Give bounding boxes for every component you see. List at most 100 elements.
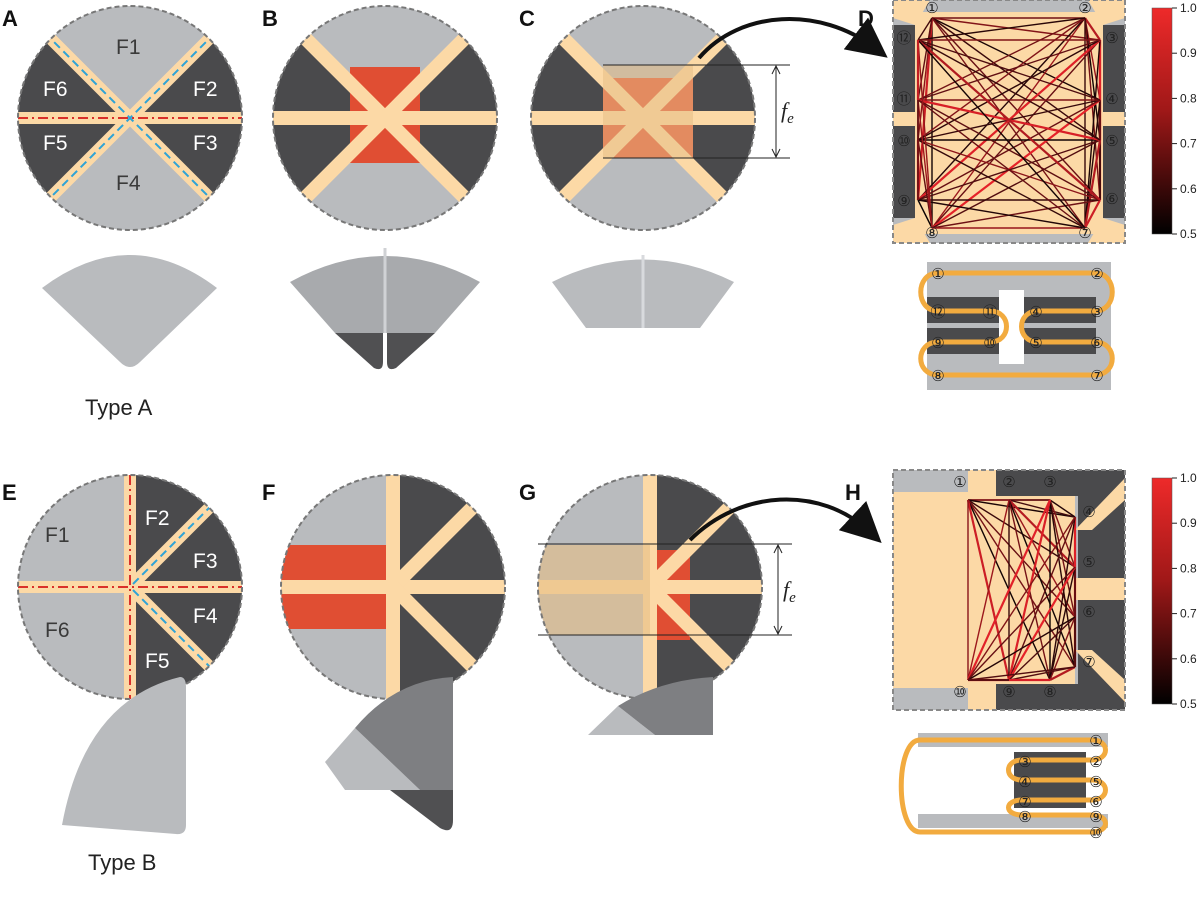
panel-label-c: C	[519, 6, 535, 31]
connection-d-node: ③	[1090, 303, 1103, 321]
facet-label-f6: F6	[43, 78, 68, 101]
connection-h-node: ⑨	[1089, 808, 1102, 826]
colorbar-top-tick-label: 1.0	[1180, 1, 1197, 15]
colorbar-bottom-tick-label: 0.5	[1180, 697, 1197, 711]
network-h-edge	[967, 499, 1076, 668]
network-h-node: ⑤	[1082, 553, 1095, 571]
network-d-edge	[917, 199, 933, 229]
connection-d-node: ⑫	[930, 303, 945, 321]
connection-h-node: ①	[1089, 732, 1102, 750]
network-h-edge	[967, 666, 1076, 681]
facet-label-f2: F2	[193, 78, 218, 101]
network-h-edge	[967, 499, 1076, 518]
network-d-node: ⑤	[1105, 132, 1118, 150]
network-h-edge	[1008, 499, 1076, 668]
network-d-edge	[1084, 39, 1101, 229]
facet-label-e-f5: F5	[145, 650, 170, 673]
panel-b-pattern	[272, 5, 498, 231]
connection-d-node: ⑪	[982, 303, 997, 321]
facet-label-e-f6: F6	[45, 619, 70, 642]
connection-d-node: ⑩	[983, 334, 996, 352]
network-d-edge	[917, 99, 933, 229]
network-d-edge	[917, 17, 1086, 141]
panel-g-folded-shape	[588, 677, 713, 735]
zoom-arrow-top	[697, 17, 888, 60]
facet-label-e-f2: F2	[145, 507, 170, 530]
network-h-edge	[967, 499, 1010, 681]
network-d-edge	[931, 17, 1101, 201]
colorbar-top-tick-label: 0.9	[1180, 46, 1197, 60]
panel-label-b: B	[262, 6, 278, 31]
network-d-edge	[917, 17, 1086, 201]
connection-h-node: ②	[1089, 753, 1102, 771]
colorbar-bottom: 1.00.90.80.70.60.5	[1151, 471, 1197, 711]
network-d-edge	[916, 17, 934, 201]
network-h-edge	[1008, 499, 1076, 518]
network-d-edge	[1083, 139, 1102, 229]
network-d-edge	[917, 99, 1086, 229]
network-d-node: ⑥	[1105, 190, 1118, 208]
network-d-edge	[917, 39, 1101, 201]
panel-g-pattern	[537, 474, 792, 700]
network-d-node: ⑨	[897, 192, 910, 210]
network-h-edge	[1049, 516, 1076, 681]
network-d-edge	[917, 39, 1101, 141]
panel-f-folded-shape	[325, 677, 453, 831]
network-d-edge	[917, 199, 1086, 229]
panel-f-pattern	[280, 474, 506, 700]
type-b-folded-shape	[62, 677, 186, 835]
colorbar-top-tick-label: 0.6	[1180, 182, 1197, 196]
network-d-edge	[917, 139, 933, 229]
network-d-edge	[1084, 199, 1101, 229]
connection-h-node: ⑤	[1089, 773, 1102, 791]
network-h-node: ②	[1002, 473, 1015, 491]
network-h-node: ④	[1082, 503, 1095, 521]
panel-c-pattern	[530, 5, 790, 231]
network-h-node: ③	[1043, 473, 1056, 491]
network-h-node: ⑨	[1002, 683, 1015, 701]
colorbar-bottom-tick-label: 0.8	[1180, 561, 1197, 575]
network-d-edge	[917, 39, 1086, 229]
type-c-folded-shape	[552, 255, 734, 328]
panel-a-pattern: F1 F2 F3 F4 F5 F6	[17, 5, 243, 231]
network-d-edge	[1084, 17, 1101, 41]
facet-label-e-f3: F3	[193, 550, 218, 573]
connection-h-node: ④	[1018, 773, 1031, 791]
fold-width-label-g: fe	[783, 577, 796, 606]
type-b-panel-folded-shape	[290, 248, 480, 370]
connection-h-node: ⑦	[1018, 793, 1031, 811]
connection-d-node: ①	[931, 265, 944, 283]
network-d-edge	[931, 39, 1101, 229]
network-d-edge	[917, 17, 1086, 101]
facet-label-e-f1: F1	[45, 524, 70, 547]
connection-h-node: ⑥	[1089, 793, 1102, 811]
type-b-label: Type B	[88, 850, 156, 875]
network-d-node: ⑩	[897, 132, 910, 150]
network-d-edge	[917, 17, 1086, 41]
network-d-node: ⑧	[925, 224, 938, 242]
zoom-arrow-bottom	[688, 497, 882, 543]
network-d-edge	[931, 17, 1101, 141]
type-a-label: Type A	[85, 395, 153, 420]
panel-e-pattern: F1 F2 F3 F4 F5 F6	[17, 474, 243, 700]
facet-label-f4: F4	[116, 172, 141, 195]
connection-d-node: ②	[1090, 265, 1103, 283]
connection-h-node: ⑩	[1089, 824, 1102, 842]
colorbar-top: 1.00.90.80.70.60.5	[1151, 1, 1197, 241]
network-h-edge	[1049, 499, 1076, 618]
network-d-edge	[1084, 17, 1101, 101]
network-h-node: ⑧	[1043, 683, 1056, 701]
network-h-edge	[1049, 499, 1076, 518]
network-h-edge	[967, 566, 1076, 681]
network-d-edge	[931, 139, 1101, 229]
network-h-edge	[1008, 516, 1076, 681]
network-h-edge	[1049, 499, 1076, 668]
network-d-edge	[917, 17, 933, 41]
network-d-node: ②	[1078, 0, 1091, 17]
network-d-node: ④	[1105, 90, 1118, 108]
network-d-node: ⑦	[1078, 224, 1091, 242]
colorbar-bottom-tick-label: 0.9	[1180, 516, 1197, 530]
